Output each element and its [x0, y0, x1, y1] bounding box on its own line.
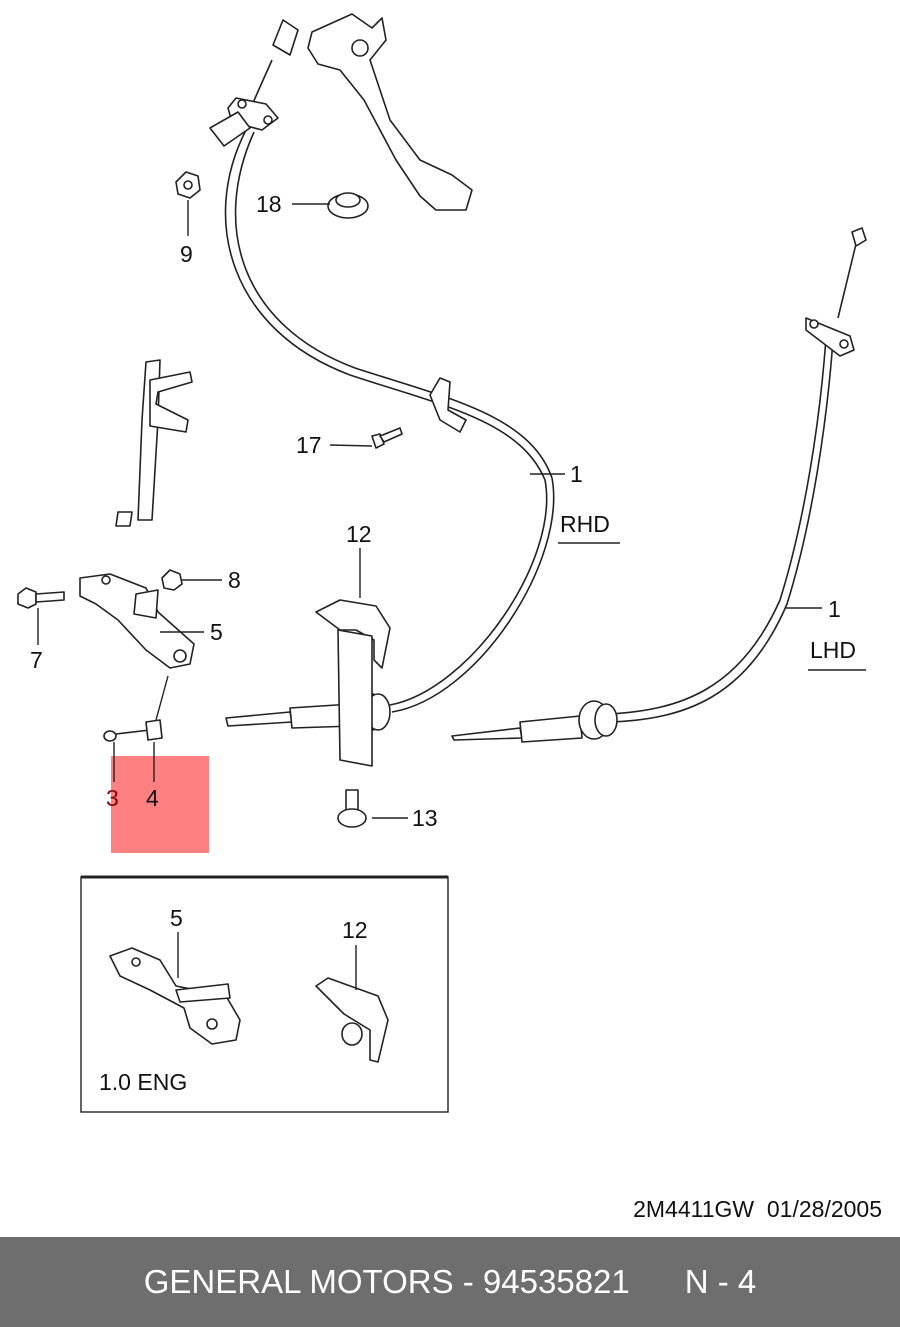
callout-18: 18	[256, 191, 282, 217]
bracket-5	[79, 573, 195, 669]
bolt-13	[337, 789, 367, 828]
callout-1-rhd: 1	[570, 461, 583, 487]
footer-text: GENERAL MOTORS - 94535821 N - 4	[143, 1263, 757, 1300]
rhd-cable	[209, 19, 555, 733]
nut-9	[175, 171, 201, 199]
inset-callout-5: 5	[170, 905, 183, 931]
callout-8: 8	[228, 567, 241, 593]
inset-callout-12: 12	[342, 917, 368, 943]
callout-13: 13	[412, 805, 438, 831]
parts-diagram: 18 9 17 1 RHD 12 8 5 7 1 LHD 3 4 13 5 12…	[17, 13, 867, 1113]
callout-12: 12	[346, 521, 372, 547]
callout-9: 9	[180, 241, 193, 267]
nut-8	[161, 569, 183, 591]
pin-3-clip-4	[103, 719, 163, 742]
screw-17	[371, 427, 403, 449]
callout-1-lhd: 1	[828, 596, 841, 622]
highlight-box	[111, 756, 209, 853]
bracket-12	[315, 599, 391, 767]
callout-17: 17	[296, 432, 322, 458]
lever-rod	[115, 359, 193, 527]
drawing-code: 2M4411GW 01/28/2005	[633, 1196, 882, 1222]
pedal-arm	[307, 13, 473, 211]
inset-caption: 1.0 ENG	[99, 1069, 187, 1095]
leader-lines	[37, 200, 866, 819]
callout-7: 7	[30, 647, 43, 673]
label-lhd: LHD	[810, 637, 856, 663]
callout-5: 5	[210, 619, 223, 645]
callout-4: 4	[146, 785, 159, 811]
footer-bar: GENERAL MOTORS - 94535821 N - 4	[0, 1237, 900, 1327]
bolt-7	[17, 587, 65, 609]
inset-1-0-eng: 5 12 1.0 ENG	[80, 875, 449, 1113]
grommet-18	[327, 192, 369, 219]
label-rhd: RHD	[560, 511, 610, 537]
lhd-cable	[451, 227, 867, 743]
callout-3: 3	[106, 785, 119, 811]
